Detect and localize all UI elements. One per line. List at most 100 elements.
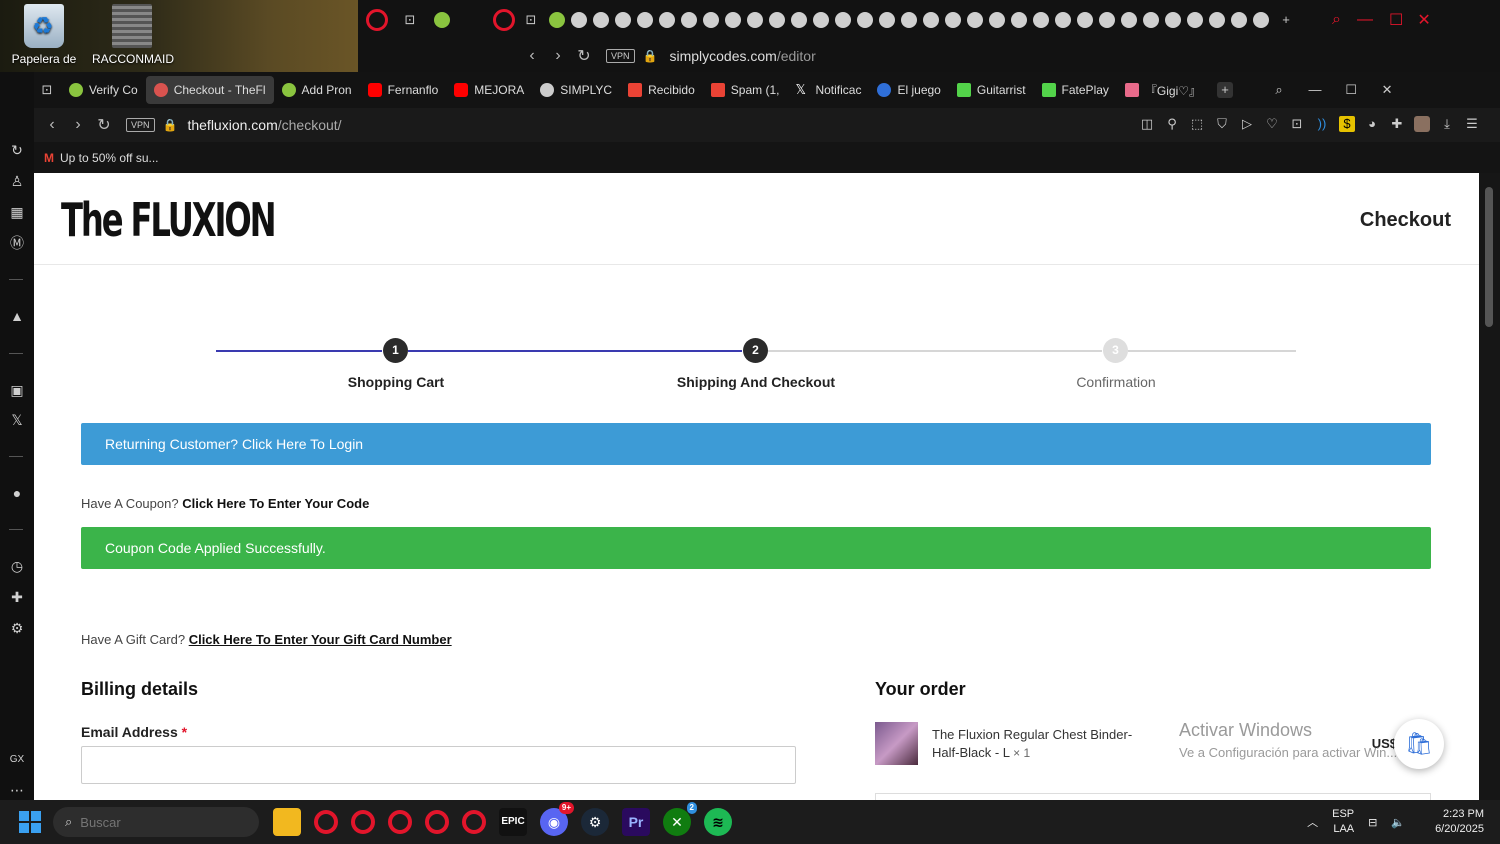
close-icon[interactable]: ✕: [1417, 12, 1431, 29]
windows-start-icon[interactable]: [19, 811, 41, 833]
tab-favicon-icon[interactable]: [1187, 12, 1203, 28]
spotify-icon[interactable]: ≋: [704, 808, 732, 836]
download-icon[interactable]: ⤓: [1444, 116, 1450, 131]
url-field[interactable]: thefluxion.com/checkout/: [187, 117, 341, 133]
settings-gear-icon[interactable]: ⚙: [10, 620, 24, 636]
xbox-icon[interactable]: ✕2: [663, 802, 697, 836]
snapshot-icon[interactable]: ⬚: [1190, 116, 1204, 131]
reload-icon[interactable]: ↻: [577, 48, 591, 65]
heart-icon[interactable]: ♡: [1266, 116, 1278, 131]
gamepad-icon[interactable]: ⊡: [404, 12, 416, 27]
lock-icon[interactable]: 🔒: [642, 49, 658, 63]
tab-favicon-icon[interactable]: [989, 12, 1005, 28]
desktop-icon-recycle-bin[interactable]: Papelera de: [4, 4, 84, 66]
tab-fernanflo[interactable]: Fernanflo: [360, 76, 447, 104]
tab-favicon-icon[interactable]: [835, 12, 851, 28]
bookmark-item[interactable]: Up to 50% off su...: [60, 150, 159, 165]
opera-taskbar-icon[interactable]: [314, 810, 338, 834]
tab-favicon-icon[interactable]: [747, 12, 763, 28]
profile-avatar[interactable]: [1414, 116, 1430, 132]
premiere-pro-icon[interactable]: Pr: [622, 808, 650, 836]
tab-favicon-icon[interactable]: [879, 12, 895, 28]
opera-taskbar-icon[interactable]: [388, 810, 412, 834]
tab-favicon-icon[interactable]: [637, 12, 653, 28]
reload-icon[interactable]: ↻: [97, 117, 111, 134]
tab-favicon-icon[interactable]: [967, 12, 983, 28]
simplycodes-tab-icon[interactable]: [549, 12, 565, 28]
extensions-icon[interactable]: ✚: [11, 589, 23, 605]
tab-favicon-icon[interactable]: [1033, 12, 1049, 28]
notes-icon[interactable]: ▦: [10, 204, 24, 220]
tab-favicon-icon[interactable]: [945, 12, 961, 28]
tab-simplycodes[interactable]: SIMPLYC: [532, 76, 620, 104]
simplycodes-tab-icon[interactable]: [434, 12, 450, 28]
tab-favicon-icon[interactable]: [857, 12, 873, 28]
tab-favicon-icon[interactable]: [1209, 12, 1225, 28]
messenger-icon[interactable]: Ⓜ: [10, 235, 24, 251]
tab-favicon-icon[interactable]: [1099, 12, 1115, 28]
tab-favicon-icon[interactable]: [725, 12, 741, 28]
page-scrollbar[interactable]: [1479, 173, 1500, 800]
opera-logo-icon[interactable]: [493, 9, 515, 31]
tab-favicon-icon[interactable]: [681, 12, 697, 28]
opera-taskbar-icon[interactable]: [351, 810, 375, 834]
tab-favicon-icon[interactable]: [791, 12, 807, 28]
tab-favicon-icon[interactable]: [1077, 12, 1093, 28]
tab-favicon-icon[interactable]: [769, 12, 785, 28]
tab-favicon-icon[interactable]: [1055, 12, 1071, 28]
background-browser-window[interactable]: ⊡ ⊡ + ⌕: [358, 0, 1500, 72]
tab-verify[interactable]: Verify Co: [61, 76, 146, 104]
vpn-badge[interactable]: VPN: [606, 49, 635, 63]
pin-icon[interactable]: ⚲: [1167, 116, 1177, 131]
tab-guitarrist[interactable]: Guitarrist: [949, 76, 1034, 104]
taskbar-search-input[interactable]: [80, 814, 201, 830]
forward-arrow-icon[interactable]: ›: [75, 116, 81, 133]
new-tab-plus-icon[interactable]: +: [1282, 12, 1290, 27]
tab-favicon-icon[interactable]: [1231, 12, 1247, 28]
scrollbar-thumb[interactable]: [1485, 187, 1493, 327]
tab-favicon-icon[interactable]: [901, 12, 917, 28]
enter-gift-card-link[interactable]: Click Here To Enter Your Gift Card Numbe…: [188, 632, 452, 647]
calendar-icon[interactable]: ▣: [10, 382, 24, 398]
tab-favicon-icon[interactable]: [1143, 12, 1159, 28]
minimize-icon[interactable]: —: [1356, 11, 1373, 28]
tab-favicon-icon[interactable]: [1253, 12, 1269, 28]
returning-customer-login-banner[interactable]: Returning Customer? Click Here To Login: [81, 423, 1431, 465]
close-icon[interactable]: ✕: [1381, 82, 1393, 97]
tab-favicon-icon[interactable]: [659, 12, 675, 28]
desktop-icon-racconmaid[interactable]: RACCONMAID: [92, 4, 174, 66]
opera-taskbar-icon[interactable]: [425, 810, 449, 834]
extensions-puzzle-icon[interactable]: ✚: [1391, 116, 1403, 131]
tab-favicon-icon[interactable]: [1011, 12, 1027, 28]
gamepad-icon[interactable]: ⊡: [525, 12, 537, 27]
tab-favicon-icon[interactable]: [923, 12, 939, 28]
new-tab-plus-icon[interactable]: +: [1217, 82, 1234, 98]
tab-add-pron[interactable]: Add Pron: [274, 76, 360, 104]
tab-mejora[interactable]: MEJORA: [446, 76, 532, 104]
menu-icon[interactable]: ☰: [1466, 116, 1478, 131]
spotify-icon[interactable]: ●: [12, 485, 22, 501]
pacman-icon[interactable]: ◕: [1368, 116, 1376, 131]
gx-icon[interactable]: GX: [9, 754, 25, 765]
tab-favicon-icon[interactable]: [593, 12, 609, 28]
history-icon[interactable]: ◷: [10, 558, 24, 574]
opera-taskbar-icon[interactable]: [462, 810, 486, 834]
tab-recibidos[interactable]: Recibido: [620, 76, 703, 104]
vpn-badge[interactable]: VPN: [126, 118, 155, 132]
cast-icon[interactable]: )): [1317, 116, 1327, 131]
opera-logo-icon[interactable]: [366, 9, 388, 31]
refresh-icon[interactable]: ↻: [11, 142, 23, 158]
gamepad-icon[interactable]: ⊡: [1291, 116, 1303, 131]
tab-favicon-icon[interactable]: [1121, 12, 1137, 28]
shield-icon[interactable]: ⛉: [1217, 116, 1227, 131]
email-field[interactable]: [81, 746, 796, 784]
tab-gigi[interactable]: 『Gigi♡』: [1117, 76, 1209, 104]
tab-favicon-icon[interactable]: [813, 12, 829, 28]
simplycodes-floating-button[interactable]: 🛍: [1394, 719, 1444, 769]
arc-icon[interactable]: ▲: [10, 308, 24, 324]
fluxion-logo[interactable]: The FLUXION: [61, 193, 277, 247]
back-arrow-icon[interactable]: ‹: [49, 116, 55, 133]
